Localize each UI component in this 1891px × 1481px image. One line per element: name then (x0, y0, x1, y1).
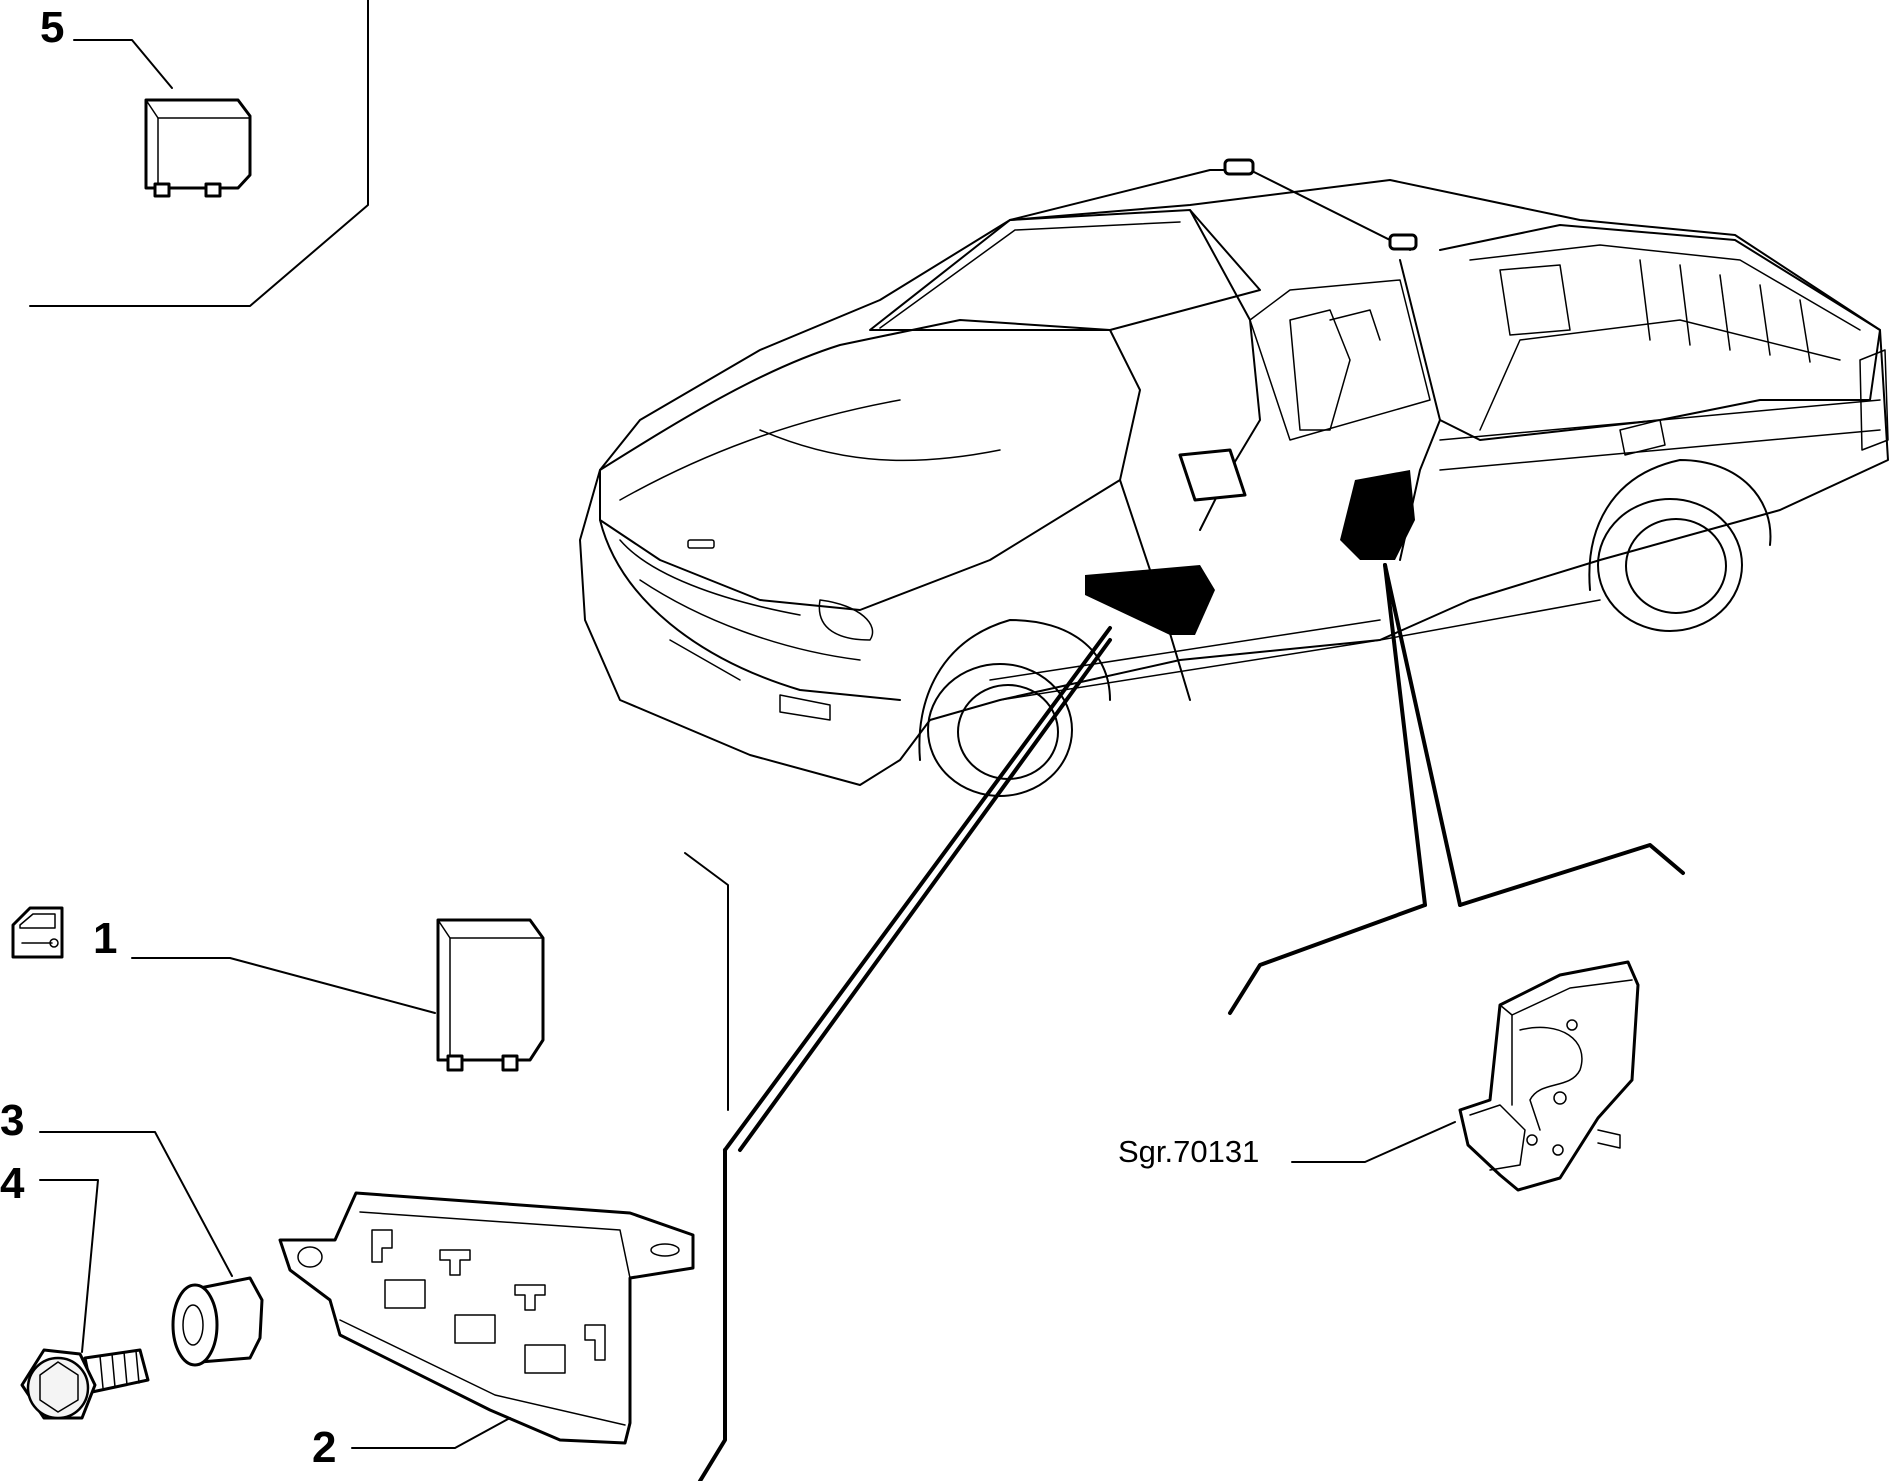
door-lock-location-rear (1340, 470, 1415, 560)
pickup-vehicle-drawing (579, 158, 1889, 797)
leader-part-3 (39, 1131, 233, 1277)
callout-number-3: 3 (0, 1096, 24, 1145)
door-lock-assembly (1458, 960, 1640, 1192)
leader-part-1 (131, 957, 436, 1014)
door-key-icon (11, 906, 64, 959)
leader-part-5 (73, 39, 173, 89)
leader-part-2 (351, 1417, 511, 1449)
inset-frame-top-left (29, 0, 369, 307)
bolt-part-4 (20, 1348, 150, 1420)
bush-part-3 (171, 1276, 264, 1367)
inset-frame-bottom-right (1228, 843, 1685, 1015)
control-unit-location-front (1085, 565, 1215, 635)
bracket-part-2 (278, 1191, 695, 1445)
callout-number-1: 1 (93, 914, 117, 963)
callout-number-5: 5 (40, 3, 64, 52)
relay-part-5 (144, 98, 252, 198)
leader-part-4 (39, 1179, 99, 1353)
leader-subgroup-ref (1291, 1121, 1456, 1163)
leader-front-unit (723, 626, 1112, 1152)
leader-rear-lock (1383, 563, 1462, 907)
subgroup-reference-label: Sgr.70131 (1118, 1134, 1259, 1169)
relay-part-1 (436, 918, 545, 1072)
inset-frame-bottom-left (684, 852, 729, 1481)
callout-number-4: 4 (0, 1159, 25, 1208)
callout-number-2: 2 (312, 1423, 336, 1472)
